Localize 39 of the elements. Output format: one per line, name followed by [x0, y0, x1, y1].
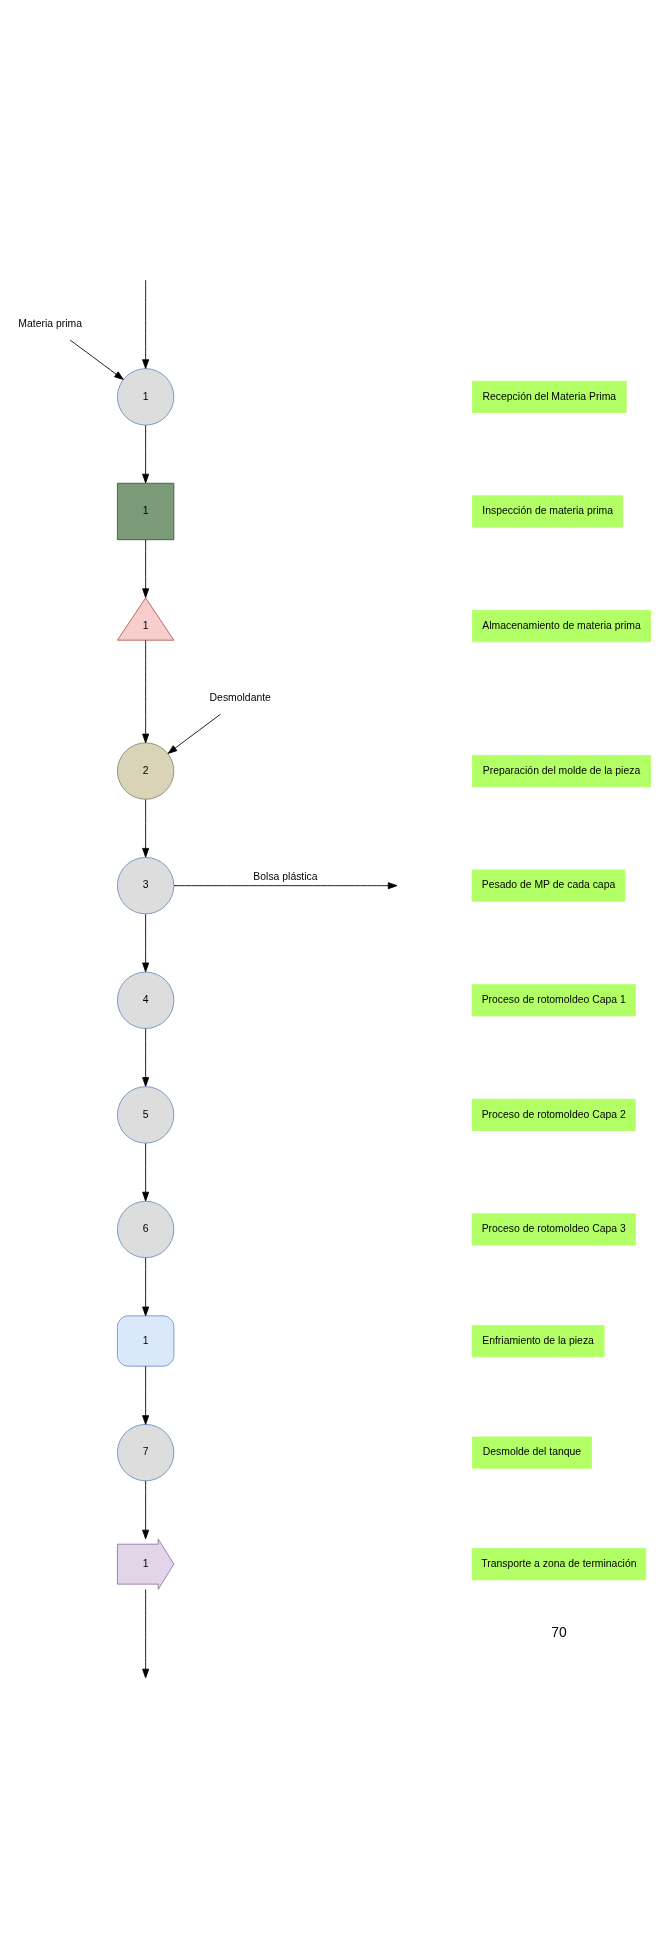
node-box: 1: [117, 1314, 175, 1367]
arrow: [142, 639, 150, 743]
node-circle: 2: [117, 741, 175, 800]
node-circle: 4: [117, 971, 175, 1029]
node-circle: 5: [117, 1085, 175, 1144]
arrow: [142, 1588, 150, 1678]
arrow: [142, 1256, 150, 1316]
edge-label: Bolsa plástica: [253, 870, 318, 882]
node-box: Proceso de rotomoldeo Capa 3: [471, 1212, 636, 1246]
node-circle: 3: [117, 856, 175, 914]
node-box: Recepción del Materia Prima: [472, 380, 627, 413]
label: 70: [551, 1623, 567, 1640]
arrow: [69, 339, 124, 380]
node-box: Proceso de rotomoldeo Capa 2: [471, 1098, 636, 1131]
arrow: [173, 881, 398, 889]
node-box: 1: [117, 482, 175, 540]
node-box: Pesado de MP de cada capa: [471, 869, 626, 902]
arrow: [142, 1142, 150, 1201]
arrow: [142, 1479, 150, 1539]
arrow: [142, 1365, 150, 1425]
node-circle: 6: [117, 1200, 175, 1258]
node-box: Proceso de rotomoldeo Capa 1: [471, 983, 636, 1016]
arrow: [142, 1027, 150, 1087]
arrow: [142, 279, 150, 369]
node-circle: 1: [117, 367, 175, 426]
node-text: Desmoldante: [209, 691, 271, 703]
node-box: Preparación del molde de la pieza: [472, 754, 651, 787]
arrow: [142, 424, 150, 483]
arrow: [142, 798, 150, 858]
node-box: Transporte a zona de terminación: [471, 1547, 647, 1580]
arrow: [142, 539, 150, 598]
arrow: [167, 713, 221, 754]
node-box: Enfriamiento de la pieza: [471, 1324, 605, 1357]
node-box: Inspección de materia prima: [472, 494, 624, 528]
node-text: Materia prima: [18, 317, 82, 329]
arrow: [142, 913, 150, 972]
node-box: Desmolde del tanque: [472, 1436, 592, 1469]
node-box: Almacenamiento de materia prima: [472, 609, 651, 642]
node-circle: 7: [117, 1423, 175, 1481]
